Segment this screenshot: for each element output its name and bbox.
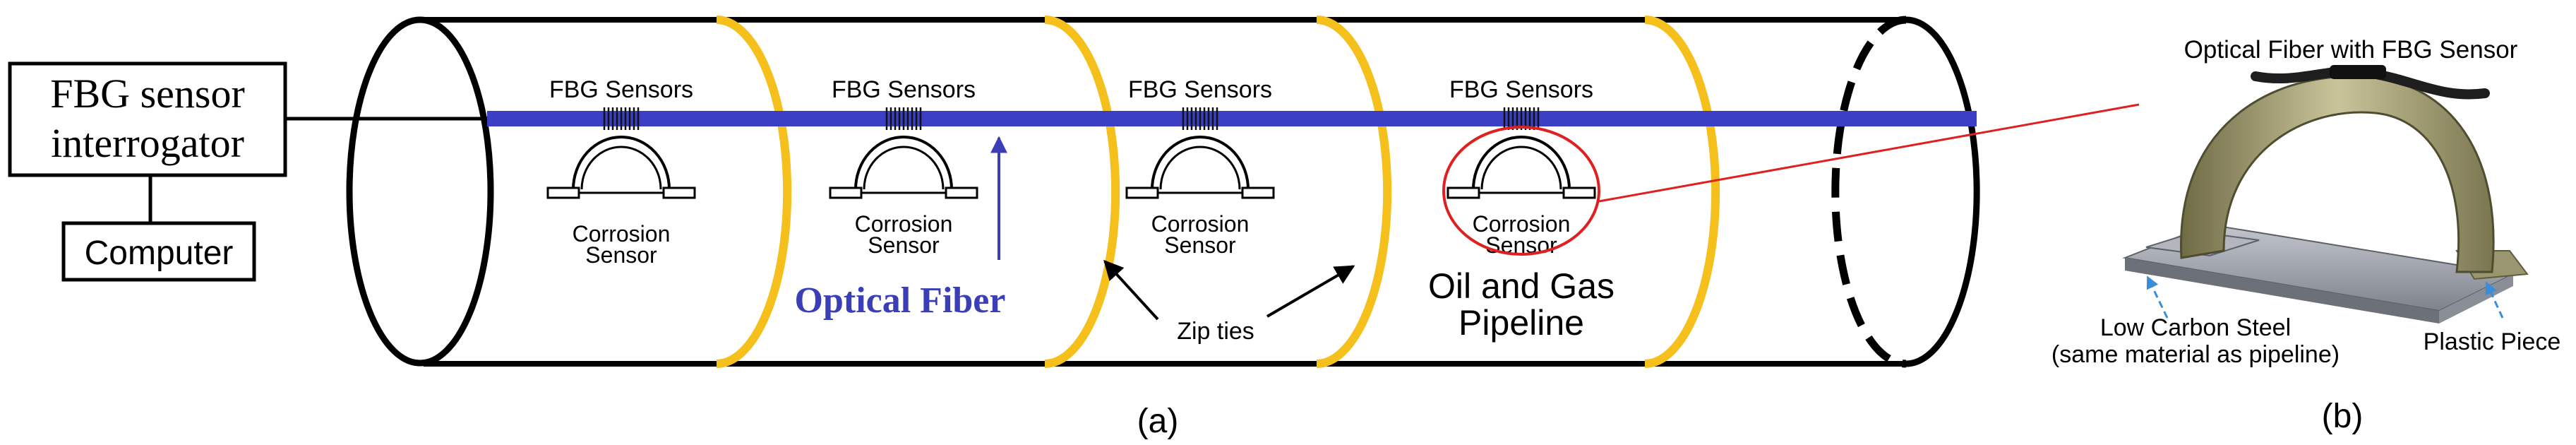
fbg-sensors-label-3: FBG Sensors xyxy=(1128,76,1272,103)
sensor-foot-right-4 xyxy=(1562,186,1596,199)
steel-label-line1: Low Carbon Steel xyxy=(2100,314,2291,341)
interrogator-box xyxy=(8,61,287,177)
computer-label: Computer xyxy=(85,235,234,272)
sensor-arch-outer-4 xyxy=(1472,136,1571,190)
computer-box xyxy=(61,221,256,282)
pipeline xyxy=(346,16,1980,368)
sensor-arch-inner-3 xyxy=(1159,146,1241,190)
zip-tie-2 xyxy=(1044,16,1120,368)
sensor-foot-left-3 xyxy=(1125,186,1159,199)
callout-line xyxy=(1598,103,2140,203)
sensor-arch-outer-1 xyxy=(572,136,671,190)
sensor-detail: Optical Fiber with FBG Sensor Low Carbon… xyxy=(2051,36,2560,435)
fbg-sensor-chip xyxy=(2330,65,2386,79)
callout-circle xyxy=(1442,126,1600,256)
corrosion-label-line1-1: Corrosion xyxy=(573,221,671,247)
optical-fiber-label: Optical Fiber xyxy=(795,280,1006,321)
steel-label-line2: (same material as pipeline) xyxy=(2051,341,2340,368)
sensor-arch-inner-2 xyxy=(863,146,945,190)
sensor-foot-left-4 xyxy=(1446,186,1480,199)
corrosion-label-line1-2: Corrosion xyxy=(855,211,953,237)
sensor-foot-right-3 xyxy=(1241,186,1275,199)
grating-marks-2 xyxy=(885,107,922,130)
steel-base-side xyxy=(2125,258,2439,324)
sensor-foot-right-2 xyxy=(945,186,978,199)
plastic-label: Plastic Piece xyxy=(2424,328,2561,355)
interrogator-group: FBG sensor interrogator Computer xyxy=(8,61,494,282)
pipe-rear-opening-visible xyxy=(1905,16,1980,367)
arch-body xyxy=(2180,75,2495,273)
fbg-sensors-label-2: FBG Sensors xyxy=(832,76,976,103)
detail-top-label: Optical Fiber with FBG Sensor xyxy=(2184,36,2518,64)
interrogator-line1: FBG sensor xyxy=(50,71,245,117)
corrosion-label-line1-3: Corrosion xyxy=(1151,211,1250,237)
steel-arrow xyxy=(2146,275,2169,319)
sensor-arch-outer-3 xyxy=(1151,136,1250,190)
caption-a: (a) xyxy=(1137,403,1179,440)
pipe-rear-opening-hidden xyxy=(1831,16,1907,368)
pipeline-label-line2: Pipeline xyxy=(1458,303,1584,343)
corrosion-label-line2-3: Sensor xyxy=(1164,232,1236,258)
plastic-arrow xyxy=(2485,281,2504,319)
zip-tie-4 xyxy=(1644,16,1720,368)
sensor-arch-outer-2 xyxy=(854,136,953,190)
corrosion-label-line2-2: Sensor xyxy=(868,232,940,258)
zip-tie-3 xyxy=(1316,16,1392,368)
optical-fiber-line xyxy=(487,111,1977,126)
zip-tie-1 xyxy=(716,16,792,368)
zip-tie-arrow-right xyxy=(1266,265,1355,318)
pipeline-label-line1: Oil and Gas xyxy=(1428,266,1615,306)
corrosion-label-line2-1: Sensor xyxy=(585,242,657,268)
sensor-foot-left-2 xyxy=(829,186,863,199)
sensor-foot-right-1 xyxy=(662,186,696,199)
sensor-foot-left-1 xyxy=(546,186,580,199)
corrosion-label-line1-4: Corrosion xyxy=(1473,211,1571,237)
grating-marks-1 xyxy=(603,107,640,130)
sensor-arch-inner-4 xyxy=(1480,146,1562,190)
sensor-arch-inner-1 xyxy=(580,146,662,190)
fbg-sensors-label-1: FBG Sensors xyxy=(549,76,693,103)
interrogator-line2: interrogator xyxy=(51,120,244,166)
zip-ties-label: Zip ties xyxy=(1177,318,1254,345)
zip-tie-arrow-left xyxy=(1103,259,1159,321)
grating-marks-3 xyxy=(1182,107,1218,130)
pipe-front-opening xyxy=(346,16,494,367)
caption-b: (b) xyxy=(2322,398,2364,435)
fbg-sensors-label-4: FBG Sensors xyxy=(1449,76,1593,103)
